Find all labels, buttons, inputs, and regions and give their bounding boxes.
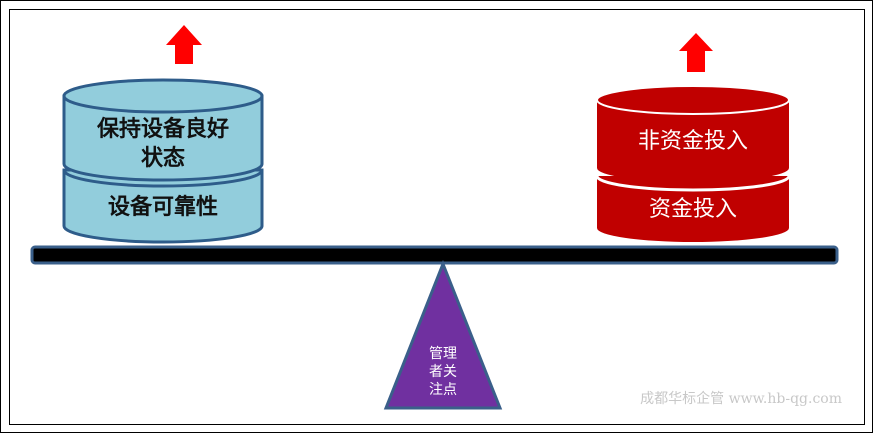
fulcrum-label-line1: 管理: [429, 346, 457, 362]
left-top-label-line2: 状态: [141, 145, 185, 171]
left-arrow-up-icon: [166, 25, 202, 64]
balance-beam: [30, 245, 839, 265]
right-top-label: 非资金投入: [638, 129, 748, 154]
left-cylinder-top: [62, 78, 264, 182]
right-cylinder-top: [596, 85, 790, 182]
right-arrow-up-icon: [679, 33, 713, 72]
left-bottom-label: 设备可靠性: [108, 194, 218, 220]
left-cylinder-bottom: [62, 168, 264, 244]
watermark: 成都华标企管 www.hb-qg.com: [640, 390, 842, 407]
right-bottom-label: 资金投入: [649, 197, 737, 222]
fulcrum-label-line3: 注点: [429, 382, 457, 398]
left-top-label-line1: 保持设备良好: [96, 116, 229, 142]
right-cylinder-bottom: [595, 175, 791, 242]
fulcrum-label-line2: 者关: [429, 364, 457, 380]
fulcrum-triangle: [383, 259, 503, 410]
